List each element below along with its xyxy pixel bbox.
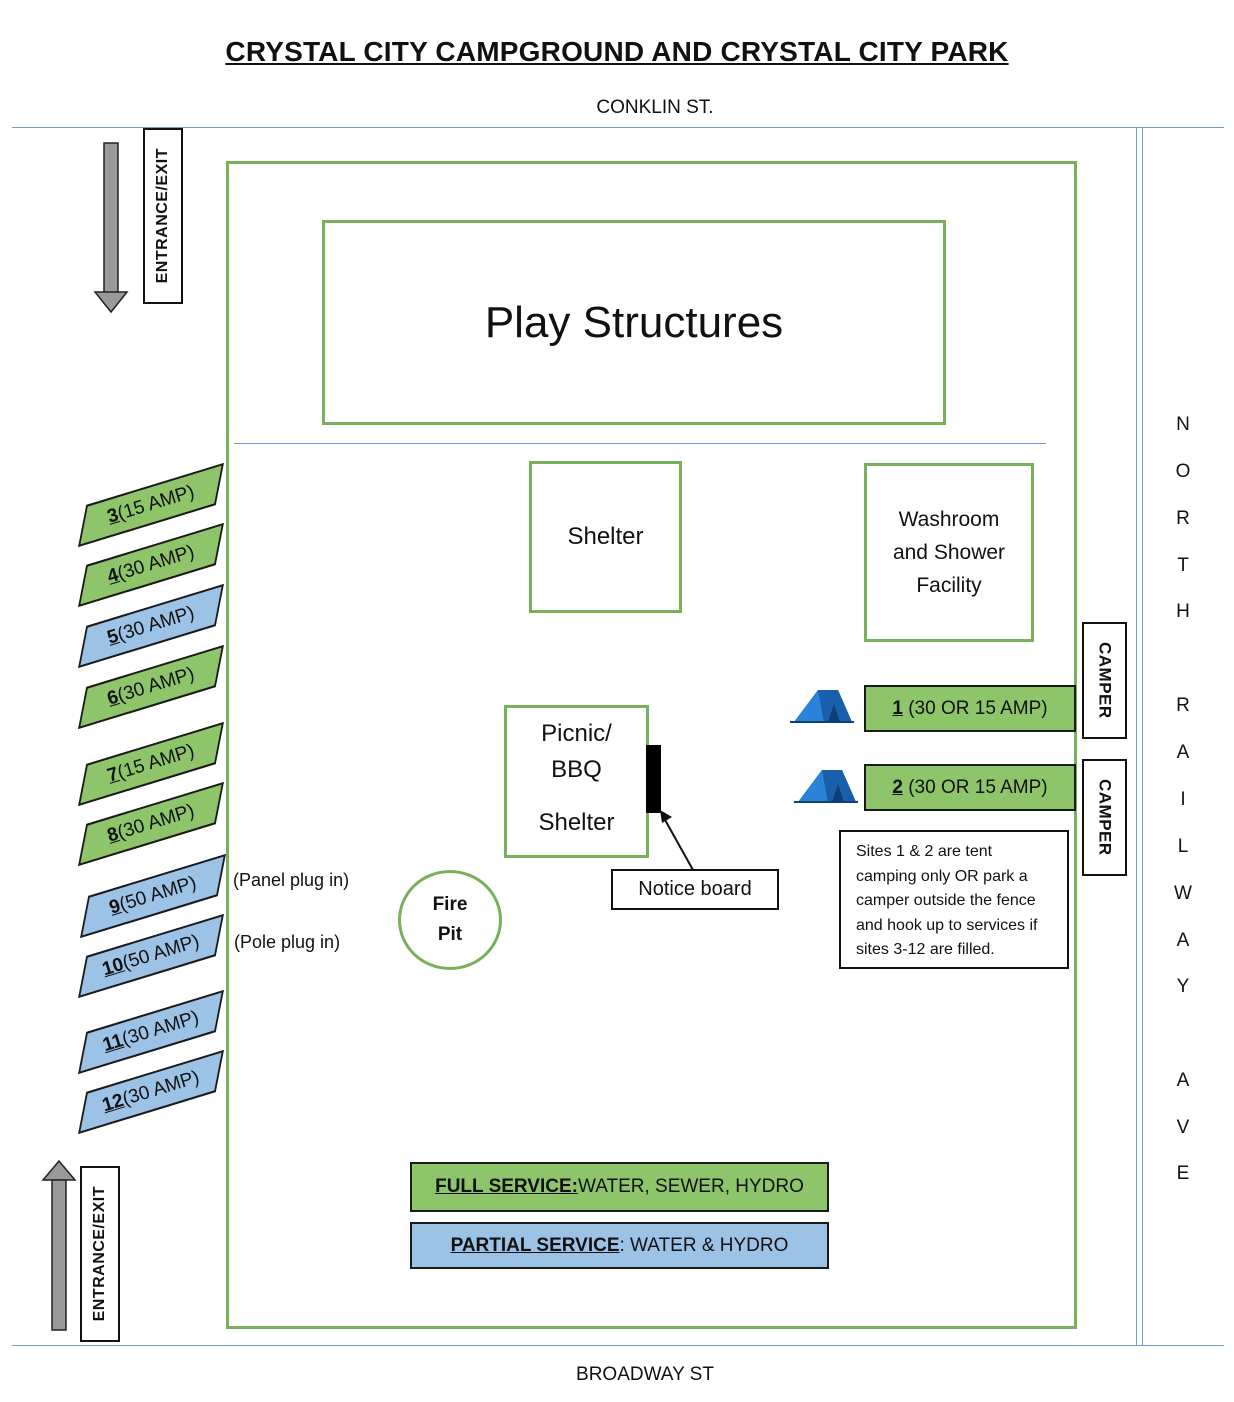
rail-line-left [1136,128,1137,1346]
site-8-amp: (30 AMP) [114,800,197,844]
street-broadway: BROADWAY ST [576,1364,714,1385]
fire-pit-label-line-1: Fire [432,894,468,915]
note-line: camper outside the fence [856,892,1036,909]
site-1-amp: (30 OR 15 AMP) [908,697,1048,719]
rail-letter: I [1180,789,1186,810]
entrance-exit-top: ENTRANCE/EXIT [143,128,183,304]
rail-letter: A [1176,930,1190,951]
site-4-amp: (30 AMP) [114,541,197,585]
picnic-label-line-3: Shelter [538,809,615,836]
street-conklin: CONKLIN ST. [596,97,714,118]
note-line: and hook up to services if [856,916,1038,934]
shelter-label: Shelter [567,523,644,550]
camper-label-site-2: CAMPER [1082,759,1127,876]
rail-line-right [1142,128,1143,1346]
site-3-amp: (15 AMP) [114,481,197,525]
rail-letter: A [1176,1070,1190,1091]
site-6-amp: (30 AMP) [114,663,197,707]
site-9[interactable]: 9(50 AMP) [80,853,226,939]
site-12[interactable]: 12(30 AMP) [78,1049,224,1135]
notice-board-marker [646,745,661,813]
camper-label-site-1: CAMPER [1082,622,1127,739]
play-area-divider [234,443,1046,444]
fire-pit-label-line-2: Pit [437,924,463,945]
rail-letter: N [1176,414,1190,435]
site-2-amp: (30 OR 15 AMP) [908,776,1048,798]
legend-full-service: FULL SERVICE: WATER, SEWER, HYDRO [410,1162,829,1212]
camper-text: CAMPER [1095,642,1115,719]
panel-plug-note: (Panel plug in) [233,870,350,890]
entrance-arrow-down-icon [93,142,129,314]
note-line: camping only OR park a [856,867,1028,885]
shelter: Shelter [529,461,682,613]
site-11-amp: (30 AMP) [119,1006,202,1051]
entrance-exit-bottom-label: ENTRANCE/EXIT [91,1186,108,1322]
washroom-label-line-1: Washroom [898,508,1000,531]
notice-board-label-box: Notice board [611,869,779,910]
legend-partial-label: PARTIAL SERVICE [450,1234,620,1256]
play-structures: Play Structures [322,220,946,425]
site-3[interactable]: 3(15 AMP) [78,462,224,548]
rail-letter: H [1176,601,1190,622]
tent-camping-note: Sites 1 & 2 are tent camping only OR par… [839,830,1069,969]
entrance-exit-bottom: ENTRANCE/EXIT [80,1166,120,1342]
picnic-label-line-2: BBQ [551,756,602,783]
washroom-facility: Washroom and Shower Facility [864,463,1034,642]
rail-letter: E [1176,1163,1190,1184]
park-boundary [226,161,1077,1329]
rail-letter: R [1176,695,1190,716]
washroom-label-line-3: Facility [916,574,982,597]
legend-partial-text: : WATER & HYDRO [619,1234,789,1256]
picnic-bbq-shelter: Picnic/ BBQ Shelter [504,705,649,858]
fire-pit: Fire Pit [398,870,502,970]
site-1-number: 1 [892,697,903,719]
play-structures-label: Play Structures [484,297,784,347]
site-10[interactable]: 10(50 AMP) [78,913,224,999]
legend-partial-service: PARTIAL SERVICE: WATER & HYDRO [410,1222,829,1269]
site-2-number: 2 [892,776,903,798]
rail-letter: L [1177,836,1189,857]
notice-board-label: Notice board [638,878,752,900]
camper-text: CAMPER [1095,779,1115,856]
note-line: sites 3-12 are filled. [856,941,995,958]
site-9-amp: (50 AMP) [116,872,199,916]
rail-letter: O [1175,461,1191,482]
legend-full-label: FULL SERVICE: [435,1176,578,1197]
notice-board-arrow-icon [660,810,694,871]
map-title: CRYSTAL CITY CAMPGROUND AND CRYSTAL CITY… [225,36,1009,67]
site-10-amp: (50 AMP) [120,930,202,975]
site-12-amp: (30 AMP) [120,1066,202,1111]
rail-letter: Y [1176,976,1190,997]
tent-icon [790,690,854,723]
rail-letter: V [1176,1117,1190,1138]
note-line: Sites 1 & 2 are tent [856,843,993,860]
site-2[interactable]: 2 (30 OR 15 AMP) [864,764,1076,811]
rail-letter: A [1176,742,1190,763]
road-line-top [12,127,1224,128]
rail-letter: T [1177,555,1189,576]
site-8[interactable]: 8(30 AMP) [78,781,224,867]
site-4[interactable]: 4(30 AMP) [78,522,224,608]
pole-plug-note: (Pole plug in) [234,932,341,952]
site-11[interactable]: 11(30 AMP) [78,989,224,1075]
site-7-amp: (15 AMP) [114,740,197,784]
legend-full-text: WATER, SEWER, HYDRO [577,1176,804,1197]
tent-icon [794,770,858,803]
rail-letter: W [1174,883,1192,904]
site-7[interactable]: 7(15 AMP) [78,721,224,807]
road-line-bottom [12,1345,1224,1346]
site-6[interactable]: 6(30 AMP) [78,644,224,730]
rail-letter: R [1176,508,1190,529]
entrance-exit-top-label: ENTRANCE/EXIT [154,148,171,284]
washroom-label-line-2: and Shower [892,541,1006,564]
site-5-amp: (30 AMP) [114,602,197,646]
site-5[interactable]: 5(30 AMP) [78,583,224,669]
picnic-label-line-1: Picnic/ [541,720,612,747]
site-1[interactable]: 1 (30 OR 15 AMP) [864,685,1076,732]
entrance-arrow-up-icon [41,1159,77,1331]
